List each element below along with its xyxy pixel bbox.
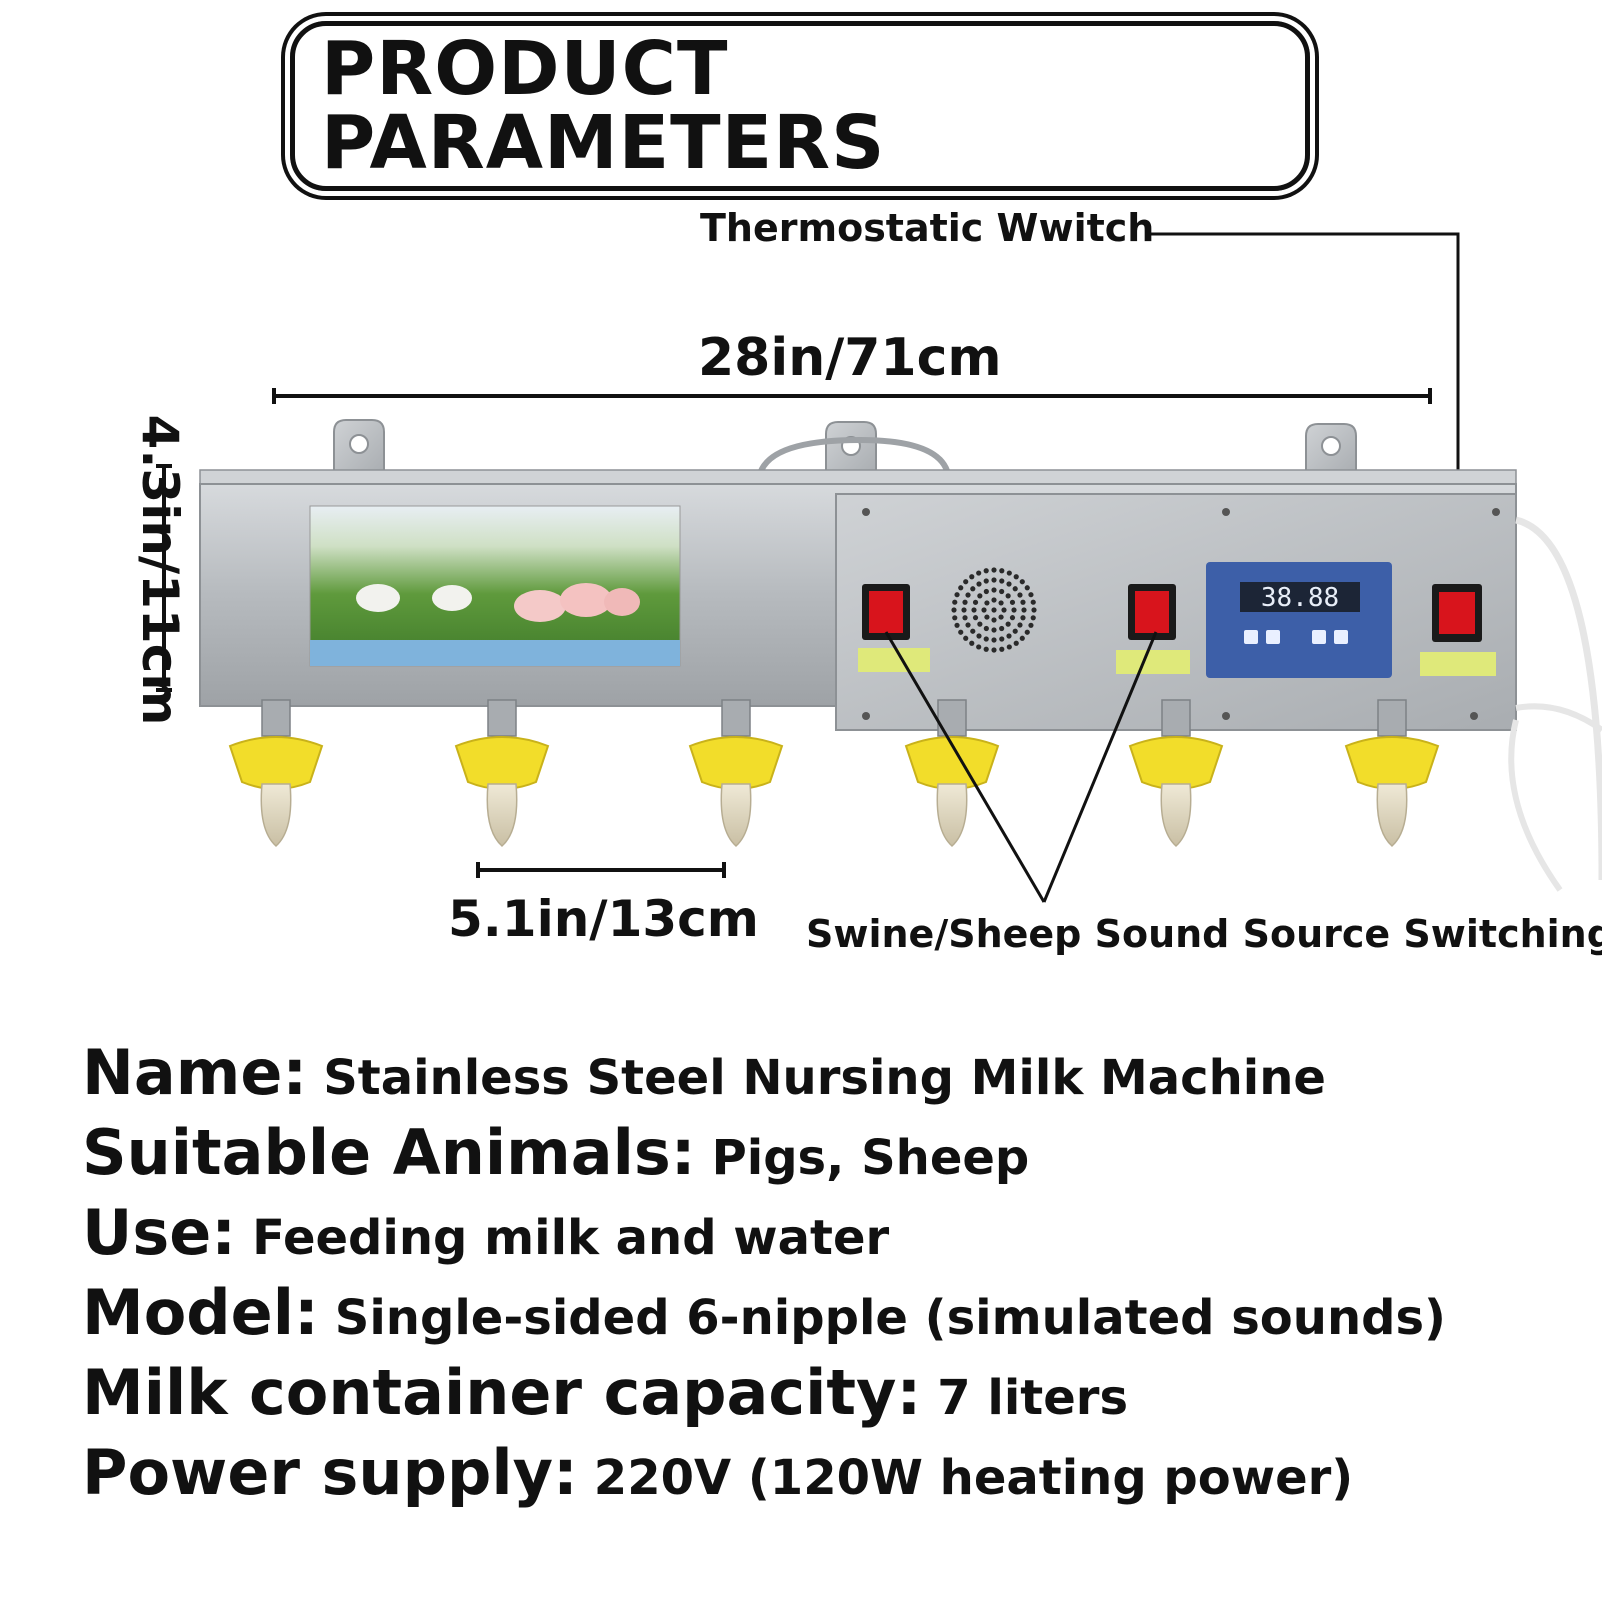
sound-switch-sheep[interactable]: [1116, 584, 1190, 674]
spec-label: Suitable Animals:: [82, 1116, 696, 1189]
spec-row: Milk container capacity: 7 liters: [82, 1356, 1562, 1436]
spec-label: Model:: [82, 1276, 319, 1349]
mounting-tabs: [333, 419, 1357, 475]
thermostat-display: 38.88: [1261, 583, 1339, 613]
spec-value: 220V (120W heating power): [593, 1450, 1354, 1506]
lid-handle: [757, 436, 951, 476]
nipple-spacing-label: 5.1in/13cm: [448, 890, 759, 948]
spec-list: Name: Stainless Steel Nursing Milk Machin…: [82, 1036, 1562, 1516]
spec-label: Name:: [82, 1036, 308, 1109]
width-dimension-label: 28in/71cm: [698, 328, 1002, 388]
power-cable: [1515, 516, 1602, 881]
spec-row: Suitable Animals: Pigs, Sheep: [82, 1116, 1562, 1196]
feeding-nipple: [688, 699, 784, 848]
spec-row: Power supply: 220V (120W heating power): [82, 1436, 1562, 1516]
spec-value: Pigs, Sheep: [711, 1130, 1030, 1186]
callout-line-sound: [884, 631, 1158, 903]
feeding-nipple: [228, 699, 324, 848]
spec-label: Milk container capacity:: [82, 1356, 922, 1429]
spec-row: Name: Stainless Steel Nursing Milk Machin…: [82, 1036, 1562, 1116]
speaker-grille: [951, 567, 1037, 653]
height-dimension-label: 4.3in/11cm: [131, 414, 189, 726]
spec-value: Single-sided 6-nipple (simulated sounds): [334, 1290, 1446, 1346]
spec-value: 7 liters: [937, 1370, 1129, 1426]
spec-label: Use:: [82, 1196, 237, 1269]
dimension-line-spacing: [476, 862, 726, 878]
page-title: PRODUCT PARAMETERS: [290, 21, 1310, 191]
thermostatic-switch-label: Thermostatic Wwitch: [700, 206, 1155, 250]
feeding-nipple: [1344, 699, 1440, 848]
feeding-nipple: [904, 699, 1000, 848]
thermostat-panel: 38.88: [1206, 562, 1392, 678]
sound-switch-label: Swine/Sheep Sound Source Switching: [806, 912, 1602, 956]
title-badge: PRODUCT PARAMETERS: [290, 21, 1310, 191]
spec-value: Feeding milk and water: [252, 1210, 890, 1266]
spec-row: Use: Feeding milk and water: [82, 1196, 1562, 1276]
feeding-nipple: [454, 699, 550, 848]
feeding-nipple: [1128, 699, 1224, 848]
thermostatic-switch[interactable]: [1420, 584, 1496, 676]
animal-photo-label: [309, 505, 681, 667]
dimension-line-height: [156, 464, 172, 692]
sound-switch-pig[interactable]: [858, 584, 930, 672]
spec-value: Stainless Steel Nursing Milk Machine: [323, 1050, 1326, 1106]
dimension-line-width: [272, 388, 1432, 404]
spec-label: Power supply:: [82, 1436, 578, 1509]
product-illustration: 38.88: [156, 232, 1602, 903]
nipple-row: [228, 699, 1440, 848]
spec-row: Model: Single-sided 6-nipple (simulated s…: [82, 1276, 1562, 1356]
